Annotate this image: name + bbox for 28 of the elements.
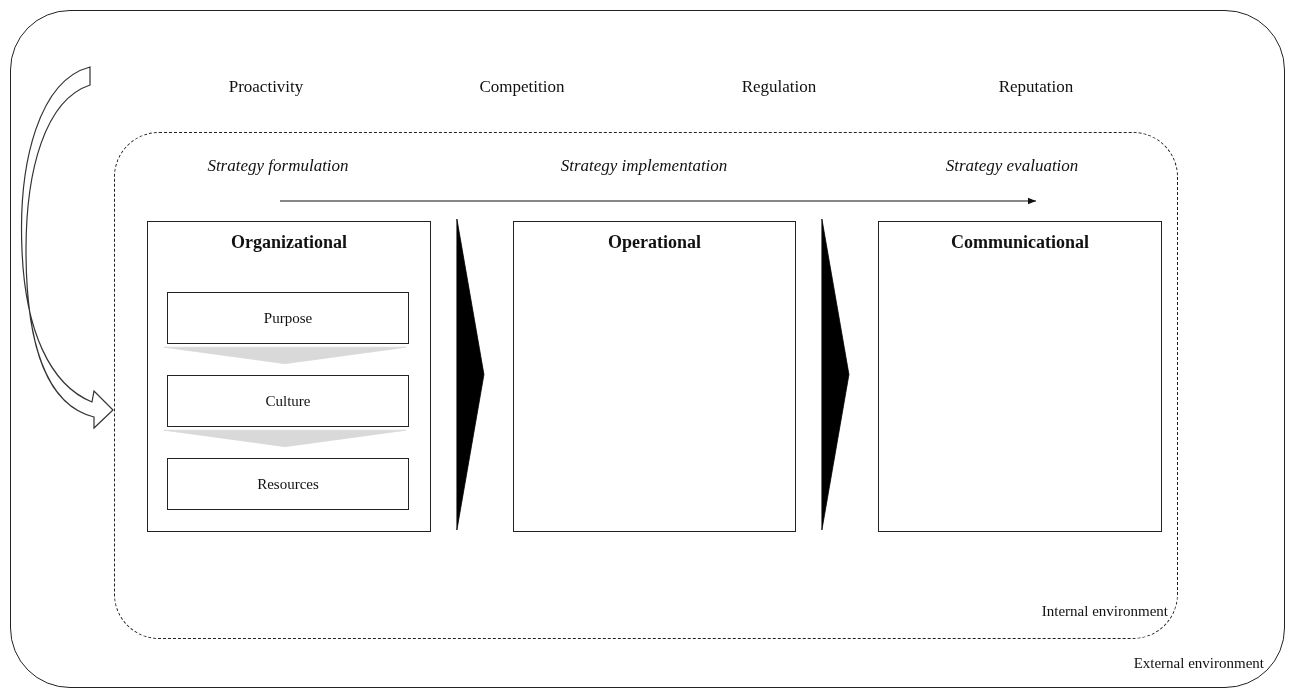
environment-label: External environment — [1133, 654, 1264, 672]
chevron-arrow — [163, 429, 407, 448]
stage-title: Organizational — [231, 232, 347, 254]
curved-block-arrow — [20, 66, 114, 429]
environment-label: Internal environment — [1041, 602, 1168, 620]
stage-box — [513, 221, 796, 532]
stage-box — [147, 221, 431, 532]
factor-label: Reputation — [998, 77, 1074, 98]
factor-label: Proactivity — [228, 77, 304, 98]
step-label: Culture — [265, 392, 311, 410]
phase-label: Strategy implementation — [560, 156, 728, 177]
wedge-arrow — [456, 218, 485, 531]
step-label: Resources — [257, 475, 319, 493]
stage-title: Operational — [608, 232, 701, 254]
stage-title: Communicational — [951, 232, 1089, 254]
dashed-region — [114, 132, 1178, 639]
phase-label: Strategy evaluation — [945, 156, 1079, 177]
step-box — [167, 458, 409, 510]
chevron-arrow — [163, 346, 407, 365]
factor-label: Regulation — [741, 77, 817, 98]
step-box — [167, 375, 409, 427]
factor-label: Competition — [479, 77, 565, 98]
step-box — [167, 292, 409, 344]
environment-panel — [10, 10, 1285, 688]
step-label: Purpose — [263, 309, 313, 327]
wedge-arrow — [821, 218, 850, 531]
stage-box — [878, 221, 1162, 532]
phase-label: Strategy formulation — [207, 156, 349, 177]
